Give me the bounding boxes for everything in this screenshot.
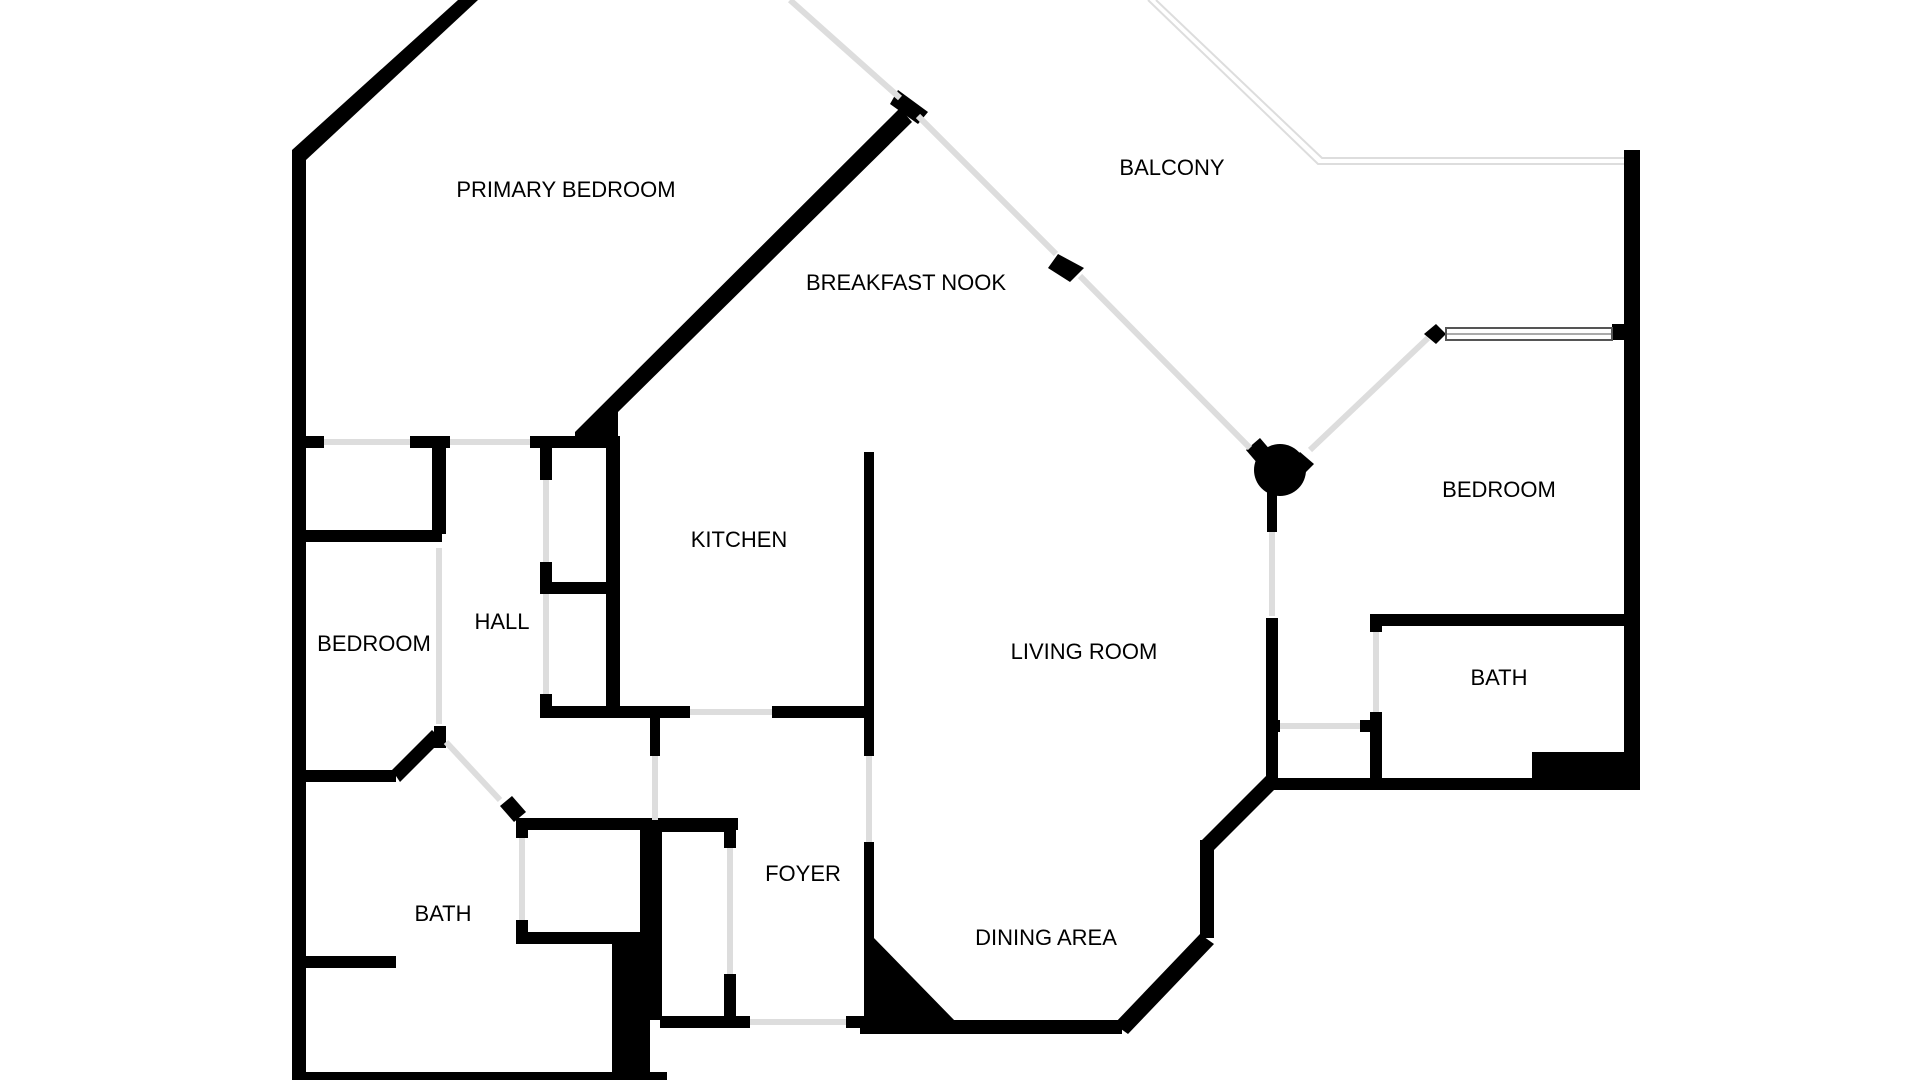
room-labels: PRIMARY BEDROOM BREAKFAST NOOK BALCONY B… xyxy=(317,155,1556,950)
round-column xyxy=(1254,444,1306,496)
label-bedroom-right: BEDROOM xyxy=(1442,477,1556,502)
label-bath-right: BATH xyxy=(1470,665,1527,690)
balcony-railing-inner xyxy=(1155,0,1624,159)
wall-dining-right xyxy=(1200,840,1214,938)
wall-dining-diagonal-lower xyxy=(1114,934,1214,1034)
column-cap-left xyxy=(1246,438,1272,464)
bath-closet-fill xyxy=(626,938,650,1072)
wall-closet-right-stub xyxy=(1270,720,1280,732)
window-end-right xyxy=(1612,324,1626,340)
wall-bath-inner-right xyxy=(640,820,652,934)
wall-foyer-bottom-left xyxy=(660,1016,750,1028)
window-end-cap xyxy=(1424,324,1446,344)
wall-pantry-left-top xyxy=(540,436,552,480)
label-foyer: FOYER xyxy=(765,861,841,886)
wall-foyer-top xyxy=(660,820,736,832)
dining-corner-fill xyxy=(872,936,956,1022)
column-cap-right xyxy=(1290,452,1314,476)
window-bath-door xyxy=(443,739,503,803)
wall-closet-top-a xyxy=(292,436,324,448)
balcony-railing xyxy=(1147,0,1624,165)
wall-bath-closet xyxy=(612,938,626,1074)
wall-pantry-left-mid xyxy=(540,562,552,584)
wall-foyer-inner xyxy=(724,820,736,848)
wall-kitchen-living xyxy=(864,452,874,756)
wall-kitchen-bottom-left xyxy=(540,706,690,718)
interior-walls xyxy=(292,436,1640,1074)
wall-top-left-diagonal xyxy=(292,0,478,160)
label-dining-area: DINING AREA xyxy=(975,925,1117,950)
label-bath-left: BATH xyxy=(414,901,471,926)
wall-hall-stub xyxy=(434,726,446,748)
label-hall: HALL xyxy=(474,609,529,634)
label-primary-bedroom: PRIMARY BEDROOM xyxy=(456,177,675,202)
wall-bath-partition xyxy=(292,956,396,968)
label-bedroom-left: BEDROOM xyxy=(317,631,431,656)
wall-nook-diagonal xyxy=(575,108,912,438)
bath-door-post xyxy=(500,796,526,822)
wall-bath-right-left xyxy=(1370,614,1382,632)
outer-walls xyxy=(292,0,1640,1080)
wall-pantry-right xyxy=(606,436,620,716)
wall-closet-vert xyxy=(432,436,446,534)
window-right-diag xyxy=(1307,335,1431,453)
wall-bath-stub-a xyxy=(516,818,528,838)
label-living-room: LIVING ROOM xyxy=(1011,639,1158,664)
label-kitchen: KITCHEN xyxy=(691,527,788,552)
wall-foyer-inner-low xyxy=(724,974,736,1020)
wall-bedroom-left-bottom xyxy=(292,770,396,782)
wall-right-outer xyxy=(1624,150,1640,790)
wall-dining-diagonal-upper xyxy=(1202,776,1278,850)
wall-closet-bottom xyxy=(292,530,442,542)
window-top-diag-c xyxy=(1077,273,1253,451)
wall-bedroom-left-diag xyxy=(392,730,442,782)
wall-left-outer xyxy=(292,150,306,1080)
wall-bottom-left xyxy=(292,1072,667,1080)
label-breakfast-nook: BREAKFAST NOOK xyxy=(806,270,1006,295)
label-balcony: BALCONY xyxy=(1119,155,1224,180)
wall-bath-right-stub xyxy=(1360,720,1376,732)
wall-foyer-left-top xyxy=(650,716,660,756)
wall-living-lower xyxy=(864,842,874,1032)
bath-right-corner xyxy=(1532,752,1640,782)
window-top-diag-a xyxy=(788,0,902,101)
wall-bath-right-top xyxy=(1370,614,1640,626)
wall-pantry-mid xyxy=(540,582,612,594)
post-balcony xyxy=(1048,254,1084,282)
wall-living-right xyxy=(1266,618,1278,778)
column-stub-down xyxy=(1267,490,1277,532)
wall-foyer-bottom-right xyxy=(846,1016,872,1028)
wall-closet-top-c xyxy=(530,436,620,448)
wall-foyer-left xyxy=(650,820,662,1020)
window-top-diag-b xyxy=(915,113,1059,257)
wall-kitchen-bottom-right xyxy=(772,706,870,718)
wall-bottom-center xyxy=(860,1020,1122,1034)
windows xyxy=(324,0,1624,1025)
